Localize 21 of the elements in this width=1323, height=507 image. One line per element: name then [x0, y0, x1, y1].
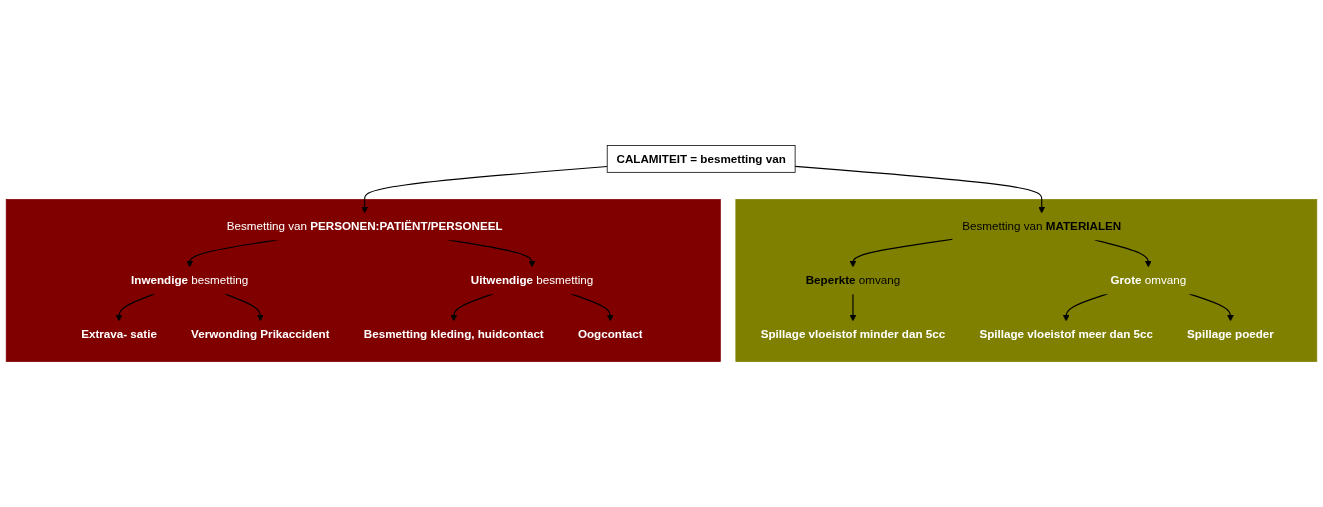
- node-text: Verwonding Prikaccident: [191, 327, 330, 341]
- arrow: [361, 165, 608, 214]
- node-text: Spillage vloeistof minder dan 5cc: [760, 327, 946, 341]
- node-text: Oogcontact: [577, 327, 643, 341]
- node-box: CALAMITEIT = besmetting van: [606, 145, 796, 173]
- node-text: Beperkte omvang: [805, 273, 901, 287]
- node-text: Inwendige besmetting: [131, 273, 249, 287]
- node-text: Spillage vloeistof meer dan 5cc: [979, 327, 1153, 341]
- node-text: Extrava- satie: [81, 327, 157, 341]
- arrow: [849, 293, 857, 322]
- cluster: [735, 199, 1318, 362]
- node-text: Besmetting kleding, huidcontact: [363, 327, 544, 341]
- node-text: Uitwendige besmetting: [470, 273, 594, 287]
- node-text: Besmetting van PERSONEN:PATIËNT/PERSONEEL: [226, 219, 503, 233]
- arrow: [849, 238, 954, 268]
- node-text: Spillage poeder: [1187, 327, 1274, 341]
- arrow: [794, 165, 1046, 214]
- node-text: Besmetting van MATERIALEN: [962, 219, 1122, 233]
- cluster: [5, 199, 721, 362]
- arrow: [224, 293, 264, 322]
- node-text: Grote omvang: [1110, 273, 1187, 287]
